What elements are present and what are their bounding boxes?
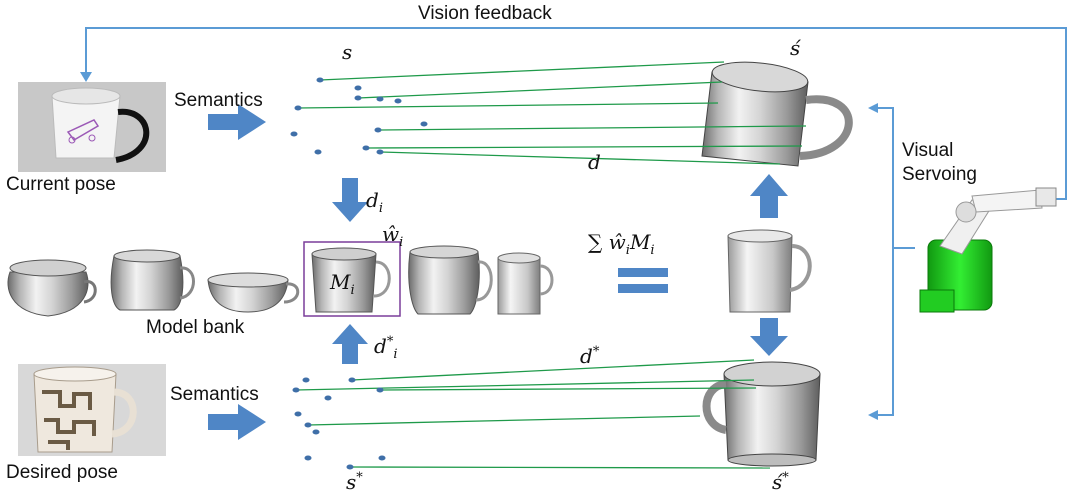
semantics-label-bottom: Semantics <box>170 384 259 405</box>
mug-model-icon <box>497 252 554 315</box>
correspondence-lines-top <box>297 61 807 165</box>
servo-bracket <box>868 103 915 420</box>
current-pose-image <box>18 82 166 172</box>
mug-model-icon <box>408 245 493 315</box>
semantics-arrow-top <box>208 104 266 140</box>
equals-icon <box>618 268 668 293</box>
mug-model-icon <box>311 247 391 313</box>
mug-model-icon <box>727 229 812 313</box>
math-M-i: Mi <box>330 270 355 298</box>
mug-current-icon <box>51 87 150 163</box>
selected-model-frame <box>303 241 401 317</box>
mug-model-icon <box>110 249 195 311</box>
mug-model-icon <box>7 259 97 317</box>
current-pose-caption: Current pose <box>6 174 116 195</box>
visual-servoing-line1: Visual <box>902 140 954 161</box>
correspondence-lines-bottom <box>295 359 771 469</box>
vision-feedback-label: Vision feedback <box>418 3 552 24</box>
visual-servoing-line2: Servoing <box>902 164 977 185</box>
math-d-i-star: d*i <box>374 334 398 362</box>
model-bank <box>7 241 554 317</box>
model-bank-caption: Model bank <box>146 317 245 338</box>
arrow-down-to-bottom-mug <box>750 318 788 356</box>
math-weighted-sum: ∑ ŵiMi <box>588 230 655 258</box>
arrow-up-to-top-mug <box>750 174 788 218</box>
arrow-down-di <box>332 178 368 222</box>
robot-arm-icon <box>919 187 1057 313</box>
math-w-i: ŵi <box>382 222 404 250</box>
math-d-i: di <box>366 188 383 216</box>
vision-feedback-loop <box>80 27 1067 200</box>
mug-model-icon <box>207 272 300 313</box>
mug-desired-icon <box>33 366 137 453</box>
math-s-hat: ś <box>790 36 801 60</box>
math-d: d <box>588 150 601 174</box>
desired-pose-image <box>18 364 166 456</box>
math-s-hat-star: ś* <box>772 470 789 494</box>
math-d-star: d* <box>580 344 600 368</box>
feature-dots-bottom <box>292 377 386 470</box>
math-s: s <box>342 40 353 64</box>
semantics-arrow-bottom <box>208 404 266 440</box>
mug-model-icon <box>701 61 853 167</box>
mug-model-icon <box>702 361 821 467</box>
desired-pose-caption: Desired pose <box>6 462 118 483</box>
arrow-up-di-star <box>332 324 368 364</box>
math-s-star: s* <box>346 470 363 494</box>
semantics-label-top: Semantics <box>174 90 263 111</box>
feature-dots-top <box>290 77 428 155</box>
